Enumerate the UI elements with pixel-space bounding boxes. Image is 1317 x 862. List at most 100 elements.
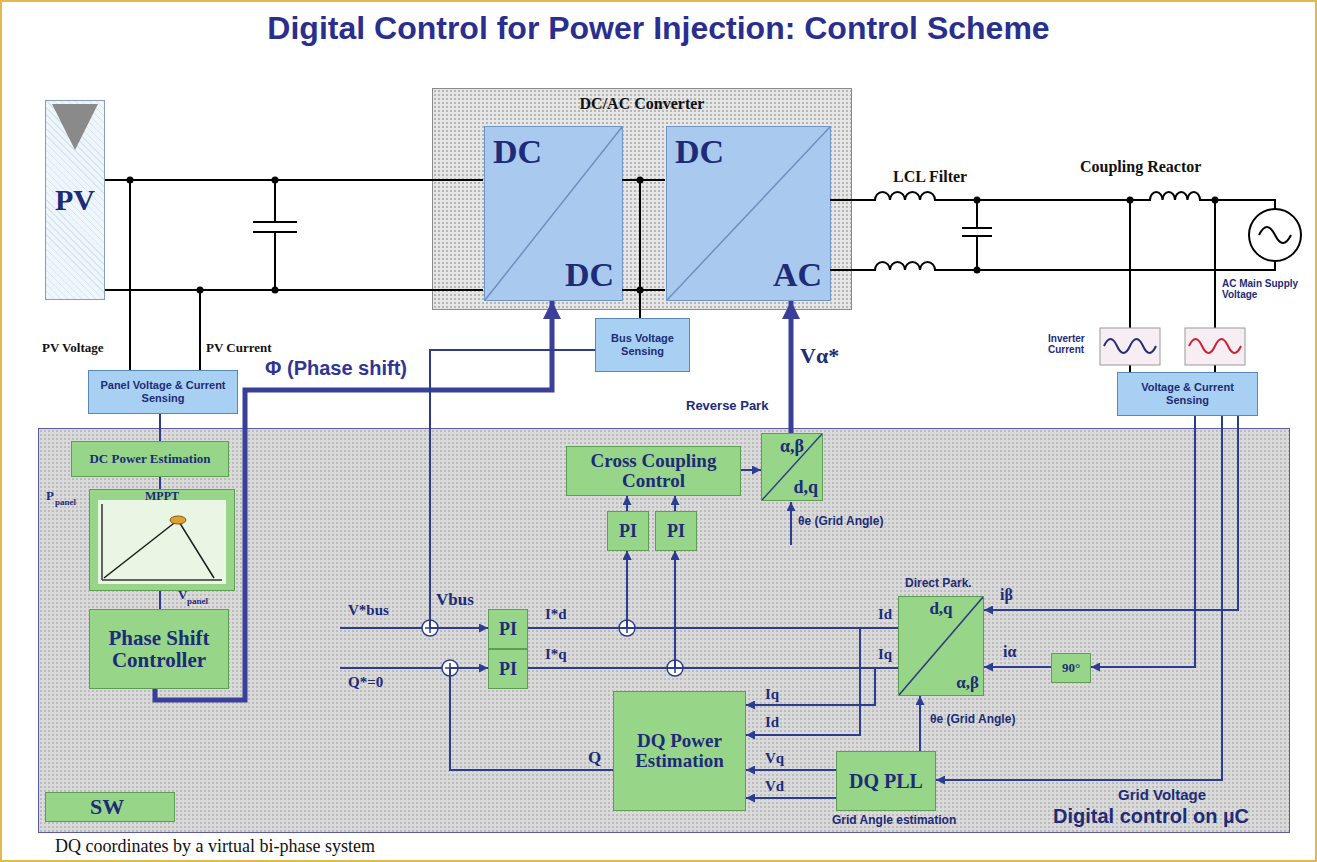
edge-label-wrap: Grid Voltage: [1118, 786, 1206, 803]
dcdc-block: DCDC: [484, 126, 623, 301]
connector: [741, 469, 761, 471]
edge-label-wrap: Iq: [765, 686, 779, 702]
edge-label: Iq: [765, 686, 779, 702]
voltage-wave: [1189, 339, 1241, 353]
node-text: Cross Coupling Control: [567, 451, 740, 491]
edge-label: θe (Grid Angle): [930, 712, 1015, 726]
process-box: Phase Shift Controller: [89, 609, 229, 689]
annotation-wrap: Reverse Park: [686, 398, 768, 413]
connector: [789, 301, 794, 433]
annotation-wrap: Grid Angle estimation: [832, 813, 956, 827]
annotation-wrap: θe (Grid Angle): [798, 514, 883, 528]
node-text: DC Power Estimation: [89, 452, 210, 466]
edge-label: Id: [765, 714, 779, 730]
annotation: Direct Park.: [905, 576, 972, 590]
connector: [159, 477, 161, 489]
pi-controller: PI: [607, 511, 649, 551]
process-box: Cross Coupling Control: [566, 446, 741, 496]
sensing-box: Panel Voltage & Current Sensing: [88, 370, 238, 414]
connector: [746, 797, 836, 799]
edge-label: I*d: [545, 606, 567, 622]
annotation-wrap: PV Voltage: [42, 340, 104, 356]
edge-label: iα: [1003, 643, 1016, 660]
connector: [746, 769, 836, 771]
connector: [159, 591, 161, 609]
edge-label: iβ: [1000, 586, 1013, 603]
edge-label: Q: [588, 748, 601, 767]
node-text: Bus Voltage Sensing: [598, 332, 687, 357]
node-text: d,q: [793, 478, 818, 497]
edge-label-wrap: iα: [1003, 643, 1016, 661]
edge-label-wrap: Iq: [878, 646, 892, 662]
node-text: DC: [493, 135, 614, 169]
edge-label-wrap: I*q: [545, 646, 567, 662]
ac-wiring: [830, 192, 1275, 372]
node-text: PV: [55, 183, 95, 217]
annotation-wrap: panel: [55, 497, 76, 507]
caption: DQ coordinates by a virtual bi-phase sys…: [55, 836, 375, 856]
connector: [159, 414, 161, 441]
node-text: MPPT: [145, 490, 179, 503]
annotation: panel: [55, 497, 76, 507]
ac-source: [1249, 209, 1301, 261]
plot-axes: [102, 504, 222, 580]
annotation-wrap: LCL Filter: [893, 168, 967, 186]
node-text: α,β: [766, 437, 818, 456]
ac-source-wave: [1259, 227, 1291, 243]
edge-label-wrap: Vα*: [800, 343, 839, 369]
caption-wrap: DQ coordinates by a virtual bi-phase sys…: [55, 836, 375, 857]
phase-shift-box: 90°: [1051, 653, 1091, 683]
plot-area: [98, 500, 226, 584]
mppt-chart: MPPT: [89, 489, 235, 591]
node-text: 90°: [1062, 661, 1080, 675]
connector: [919, 696, 921, 751]
annotation: Inverter Current: [1048, 333, 1085, 355]
connector: [984, 666, 1051, 668]
dcac-block: DCAC: [666, 126, 831, 301]
annotation: Q*=0: [348, 674, 383, 690]
control-region: Digital control on µCDC Power Estimation…: [38, 428, 1290, 833]
park-transform: d,qα,β: [898, 596, 984, 696]
annotation: PV Current: [206, 340, 272, 355]
edge-label-wrap: Id: [878, 606, 892, 622]
node-text: Panel Voltage & Current Sensing: [91, 379, 235, 404]
edge-label-wrap: Id: [765, 714, 779, 730]
annotation: Grid Angle estimation: [832, 813, 956, 827]
park-transform: α,β d,q: [761, 433, 823, 501]
node-text: DQ PLL: [849, 771, 923, 792]
annotation-wrap: Direct Park.: [905, 576, 972, 590]
current-wave: [1104, 339, 1156, 353]
node-text: DC: [675, 135, 822, 169]
edge-label-wrap: iβ: [1000, 586, 1013, 604]
edge-label-wrap: Vbus: [436, 590, 474, 610]
edge-label: Vbus: [436, 590, 474, 609]
annotation-wrap: Coupling Reactor: [1080, 158, 1201, 176]
converter-housing: DC/AC ConverterDCDCDCAC: [432, 88, 852, 310]
page-title-wrap: Digital Control for Power Injection: Con…: [0, 10, 1317, 47]
legend-text-wrap: SW: [90, 794, 124, 820]
sensing-box: Voltage & Current Sensing: [1117, 372, 1258, 416]
annotation-wrap: V: [178, 587, 187, 603]
edge-label: Vα*: [800, 343, 839, 368]
edge-label-wrap: Vd: [765, 778, 784, 794]
node-text: PI: [667, 522, 685, 541]
annotation: Coupling Reactor: [1080, 158, 1201, 175]
power-curve: [104, 520, 214, 578]
node-text: d,q: [903, 600, 979, 618]
node-text: PI: [619, 522, 637, 541]
edge-label-wrap: I*d: [545, 606, 567, 622]
edge-label: Iq: [878, 646, 892, 662]
connector: [674, 496, 676, 511]
current-scope: [1100, 328, 1160, 365]
node-text: DC/AC Converter: [580, 95, 705, 113]
annotation-wrap: Inverter Current: [1048, 333, 1098, 355]
annotation-wrap: Q*=0: [348, 674, 383, 691]
annotation: V*bus: [348, 602, 389, 618]
mppt-curve: [90, 490, 230, 588]
node-text: Phase Shift Controller: [90, 627, 228, 671]
legend-text: SW: [90, 794, 124, 819]
page-title: Digital Control for Power Injection: Con…: [267, 10, 1049, 46]
diagonal-line: [899, 597, 983, 695]
annotation: PV Voltage: [42, 340, 104, 355]
annotation: LCL Filter: [893, 168, 967, 185]
